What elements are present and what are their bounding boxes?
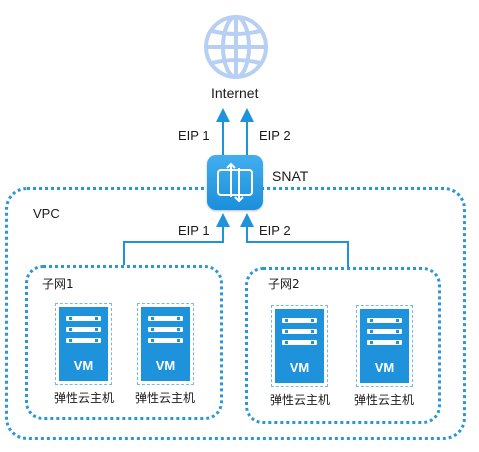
snat-label: SNAT [272, 168, 309, 184]
subnet-2-label: 子网2 [268, 277, 300, 291]
vm-server-icon: VM [271, 305, 328, 387]
vm-caption: 弹性云主机 [53, 391, 114, 405]
vm-label: VM [374, 360, 395, 375]
gateway-arrows-icon [217, 162, 253, 203]
vm-label: VM [73, 358, 94, 373]
vpc-label: VPC [33, 206, 60, 221]
subnet-2-container [245, 267, 441, 424]
vm-server-icon: VM [55, 303, 112, 385]
vm-label: VM [289, 360, 310, 375]
subnet-1-label: 子网1 [42, 277, 74, 291]
vm-label: VM [155, 358, 176, 373]
downlink-eip1-label: EIP 1 [178, 223, 210, 238]
vm-server-icon: VM [137, 303, 194, 385]
downlink-eip1-arrow [123, 213, 230, 265]
vm-caption: 弹性云主机 [353, 393, 414, 407]
globe-icon [204, 15, 268, 79]
uplink-eip1-label: EIP 1 [178, 128, 210, 143]
vm-server-icon: VM [356, 305, 413, 387]
internet-label: Internet [211, 85, 259, 101]
vm-caption: 弹性云主机 [269, 393, 330, 407]
downlink-eip2-arrow [240, 213, 349, 267]
snat-gateway-icon [207, 155, 263, 210]
downlink-eip2-label: EIP 2 [259, 223, 291, 238]
subnet-1-container [25, 265, 223, 420]
vm-caption: 弹性云主机 [134, 391, 195, 405]
uplink-eip2-label: EIP 2 [259, 128, 291, 143]
